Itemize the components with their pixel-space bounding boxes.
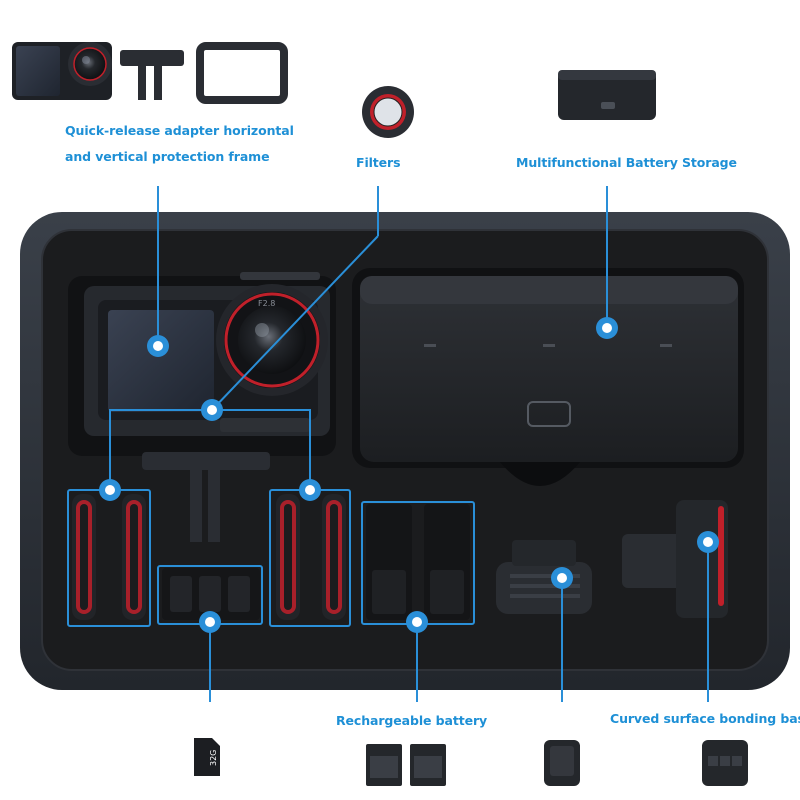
sd-card-label: 32G (209, 750, 218, 766)
filters-right (276, 494, 346, 620)
callout-dot (596, 317, 618, 339)
mount-adapter-icon (120, 50, 184, 100)
callout-dot (99, 479, 121, 501)
bonding-base-icon (702, 740, 748, 786)
filter-icon (362, 86, 414, 138)
rechargeable-battery-label: Rechargeable battery (336, 713, 488, 728)
battery-icon (366, 744, 446, 786)
filters-label: Filters (356, 155, 401, 170)
curved-base-label: Curved surface bonding base (610, 711, 800, 726)
quick-release-label-line2: and vertical protection frame (65, 149, 270, 164)
lens-text: F2.8 (258, 299, 275, 308)
callout-dot (147, 335, 169, 357)
small-battery-case-icon (544, 740, 580, 786)
battery-storage-icon (558, 70, 656, 120)
curved-base-in-case (622, 500, 728, 618)
quick-release-label-line1: Quick-release adapter horizontal (65, 123, 294, 138)
battery-storage-label: Multifunctional Battery Storage (516, 155, 737, 170)
callout-dot (697, 531, 719, 553)
callout-dot (406, 611, 428, 633)
callout-dot (551, 567, 573, 589)
batteries-in-case (366, 504, 470, 620)
callout-markers (99, 317, 719, 633)
filters-left (72, 494, 146, 620)
protection-frame-icon (196, 42, 288, 104)
battery-storage-in-case (352, 268, 744, 486)
sd-card-icon: 32G (194, 738, 220, 776)
callout-dot (199, 611, 221, 633)
callout-dot (299, 479, 321, 501)
camera-icon (12, 42, 112, 100)
callout-dot (201, 399, 223, 421)
sd-slots (162, 568, 260, 620)
